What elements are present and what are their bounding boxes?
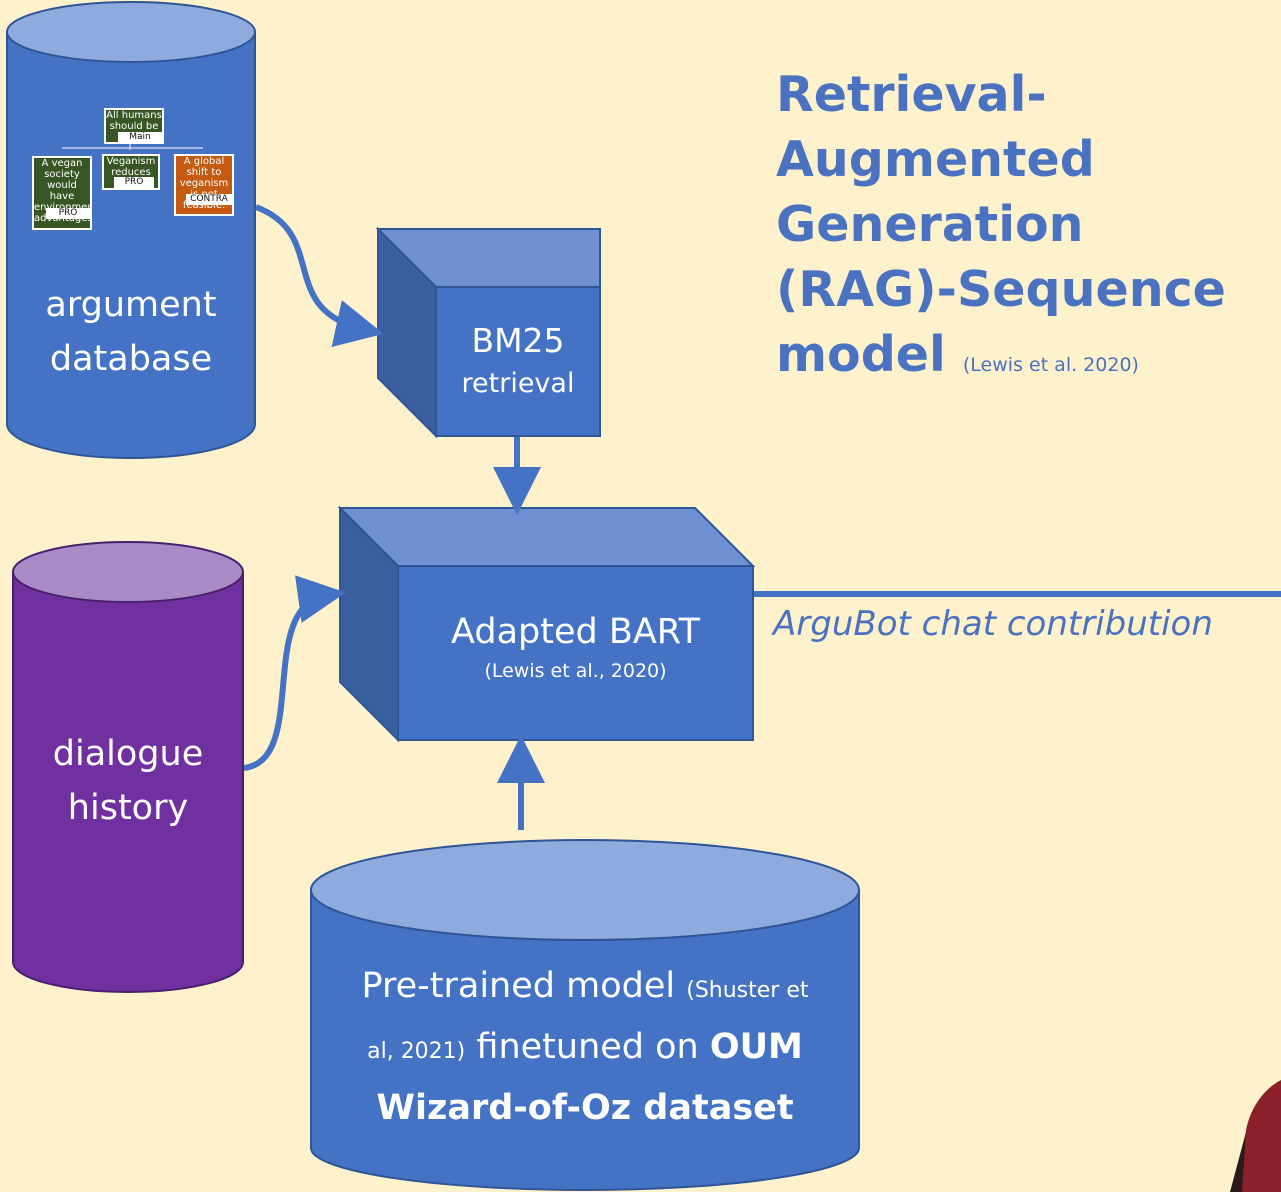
mini-middle-tag: PRO <box>114 177 154 188</box>
pretrained-part1: Pre-trained model <box>361 966 676 1006</box>
argument-label-line1: argument <box>45 285 217 325</box>
dialogue-history-label: dialogue history <box>13 727 243 835</box>
title-citation: (Lewis et al. 2020) <box>962 354 1139 376</box>
bart-cube <box>337 505 756 743</box>
presenter-silhouette <box>1240 1080 1281 1192</box>
mini-node-middle-text: Veganism reduces <box>106 156 156 178</box>
presenter-shadow <box>1230 1132 1246 1192</box>
dialogue-label-line2: history <box>67 788 189 828</box>
mini-main-claim-tag: Main claim <box>118 132 162 143</box>
argubot-output-label: ArguBot chat contribution <box>773 604 1213 644</box>
mini-left-tag: PRO <box>46 208 90 219</box>
diagram-title: Retrieval- Augmented Generation (RAG)-Se… <box>776 62 1256 398</box>
pretrained-citation-a: (Shuster et <box>686 978 809 1003</box>
mini-node-right: A global shift to veganism is not feasib… <box>174 154 234 216</box>
bart-label: Adapted BART (Lewis et al., 2020) <box>398 608 753 686</box>
title-line-5: model (Lewis et al. 2020) <box>776 322 1256 398</box>
dialogue-label-line1: dialogue <box>52 734 204 774</box>
mini-right-tag: CONTRA <box>186 194 232 205</box>
title-line-3: Generation <box>776 196 1084 253</box>
pretrained-label: Pre-trained model (Shuster et al, 2021) … <box>311 958 859 1136</box>
bm25-cube <box>375 226 601 439</box>
dialogue-to-bart-arrow <box>243 575 346 771</box>
bart-name: Adapted BART <box>451 612 700 652</box>
pretrained-part2: finetuned on <box>476 1027 699 1067</box>
bm25-label: BM25 retrieval <box>436 318 600 404</box>
title-model-word: model <box>776 326 946 383</box>
mini-right-tag-text: CONTRA <box>190 194 228 204</box>
pretrained-model-cylinder <box>310 839 860 1191</box>
argument-database-label: argument database <box>7 278 255 386</box>
db-to-bm25-arrow <box>254 204 384 347</box>
mini-left-tag-text: PRO <box>58 208 78 218</box>
pretrained-bold2: Wizard-of-Oz dataset <box>376 1088 794 1128</box>
mini-main-claim-text: Main claim <box>129 132 151 142</box>
pretrained-bold1: OUM <box>709 1027 803 1067</box>
mini-middle-tag-text: PRO <box>124 177 144 187</box>
dialogue-history-cylinder <box>12 541 244 993</box>
pretrained-citation-b: al, 2021) <box>367 1039 466 1064</box>
title-line-1: Retrieval- <box>776 66 1047 123</box>
bm25-label-line2: retrieval <box>461 368 575 399</box>
title-line-4: (RAG)-Sequence <box>776 261 1226 318</box>
title-line-2: Augmented <box>776 131 1095 188</box>
bm25-label-line1: BM25 <box>471 321 565 360</box>
bart-citation: (Lewis et al., 2020) <box>484 660 667 682</box>
argument-label-line2: database <box>49 339 213 379</box>
argument-database-cylinder <box>6 1 256 459</box>
